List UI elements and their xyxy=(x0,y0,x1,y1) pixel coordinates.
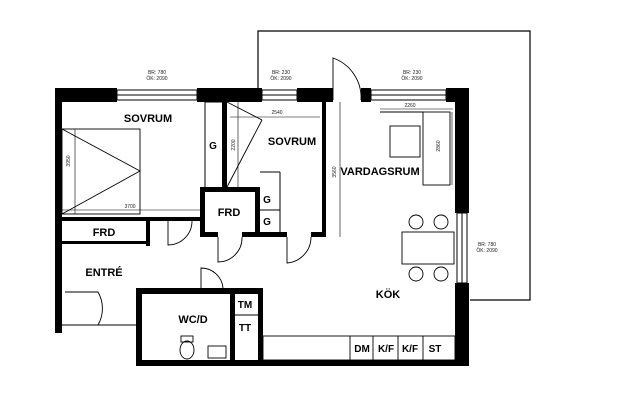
kitchen-label-st: ST xyxy=(429,344,442,355)
exterior-walls xyxy=(55,88,469,366)
storage-label-g3: G xyxy=(263,217,271,228)
room-label-entre: ENTRÉ xyxy=(85,266,122,279)
dim-sovrum-1-height: 3950 xyxy=(66,155,72,166)
window-2-height: ÖK: 2090 xyxy=(270,75,291,82)
doors xyxy=(65,57,362,326)
dimension-lines xyxy=(62,102,453,237)
living-furniture xyxy=(380,111,451,186)
room-label-sovrum-2: SOVRUM xyxy=(268,136,316,148)
room-label-wcd: WC/D xyxy=(178,314,207,326)
kitchen-counter xyxy=(262,335,456,361)
dim-vardagsrum-height: 3560 xyxy=(332,166,338,177)
room-label-vardagsrum: VARDAGSRUM xyxy=(340,166,419,178)
window-3-width: BR: 230 xyxy=(403,70,421,76)
windows xyxy=(116,89,468,284)
window-4-width: BR: 780 xyxy=(478,242,496,248)
dim-sovrum-2-height: 2200 xyxy=(231,139,237,150)
storage-label-g2: G xyxy=(263,195,271,206)
bed xyxy=(61,128,141,215)
kitchen-label-dm: DM xyxy=(354,344,370,355)
room-label-kok: KÖK xyxy=(376,288,401,301)
window-3-height: ÖK: 2090 xyxy=(401,75,422,82)
window-2-width: BR: 230 xyxy=(272,70,290,76)
dim-sovrum-1-width: 3700 xyxy=(124,204,135,210)
dim-furniture-height: 2860 xyxy=(436,140,442,151)
room-label-frd-left: FRD xyxy=(93,227,116,239)
toilet xyxy=(179,335,195,360)
balcony-outline xyxy=(257,30,531,301)
room-label-sovrum-1: SOVRUM xyxy=(124,113,172,125)
window-1-width: BR: 780 xyxy=(148,70,166,76)
interior-walls xyxy=(62,102,326,360)
dim-furniture-width: 2260 xyxy=(404,103,415,109)
kitchen-label-kf-1: K/F xyxy=(378,344,394,355)
sink xyxy=(207,345,227,359)
kitchen-label-kf-2: K/F xyxy=(402,344,418,355)
dim-sovrum-2-width: 2540 xyxy=(271,110,282,116)
window-4-height: ÖK: 2090 xyxy=(476,247,497,254)
window-1-height: ÖK: 2090 xyxy=(146,75,167,82)
storage-label-g1: G xyxy=(209,141,217,152)
room-label-frd-center: FRD xyxy=(218,207,241,219)
bath-label-tt: TT xyxy=(239,323,251,334)
dining-set xyxy=(401,214,455,282)
detail-lines xyxy=(62,101,281,326)
bath-label-tm: TM xyxy=(238,300,252,311)
